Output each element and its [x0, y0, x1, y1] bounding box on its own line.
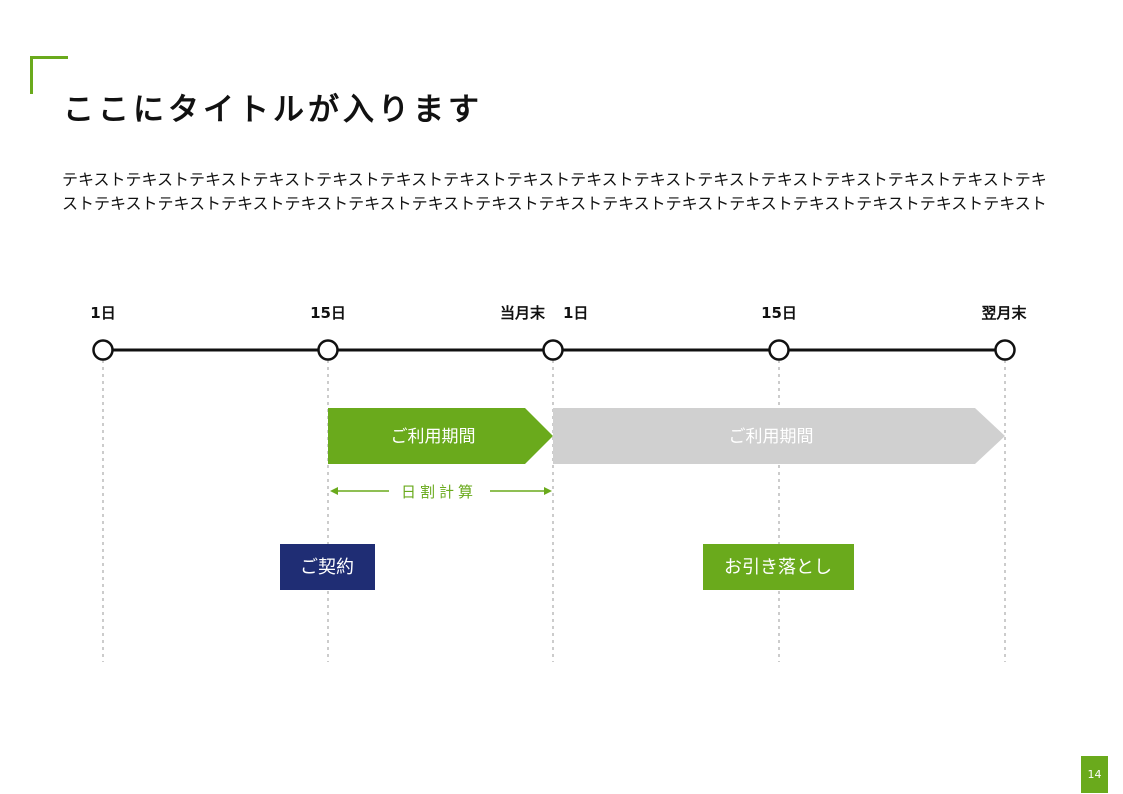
- current-period-arrow: [328, 408, 553, 464]
- page-title: ここにタイトルが入ります: [63, 92, 483, 128]
- date-label-next-1: 1日: [563, 304, 588, 322]
- date-label-next-month-end: 翌月末: [981, 304, 1027, 322]
- page-number: 14: [1081, 756, 1108, 793]
- timeline-node-4: [768, 339, 790, 361]
- body-text: テキストテキストテキストテキストテキストテキストテキストテキストテキストテキスト…: [62, 170, 1047, 213]
- contract-label: ご契約: [300, 557, 354, 578]
- timeline-node-5: [994, 339, 1016, 361]
- date-label-15: 15日: [310, 304, 346, 322]
- next-period-label: ご利用期間: [729, 427, 814, 447]
- debit-label: お引き落とし: [724, 557, 832, 578]
- timeline-node-3: [542, 339, 564, 361]
- date-label-next-15: 15日: [761, 304, 797, 322]
- timeline-node-2: [317, 339, 339, 361]
- date-label-month-end: 当月末: [500, 304, 546, 322]
- debit-box: [703, 544, 854, 590]
- date-label-1: 1日: [90, 304, 115, 322]
- prorate-arrowhead-right: [544, 487, 552, 495]
- prorate-label: 日割計算: [401, 483, 477, 501]
- prorate-arrowhead-left: [330, 487, 338, 495]
- current-period-label: ご利用期間: [391, 427, 476, 447]
- next-period-arrow: [553, 408, 1005, 464]
- timeline-node-1: [92, 339, 114, 361]
- contract-box: [280, 544, 375, 590]
- corner-accent: [30, 56, 68, 94]
